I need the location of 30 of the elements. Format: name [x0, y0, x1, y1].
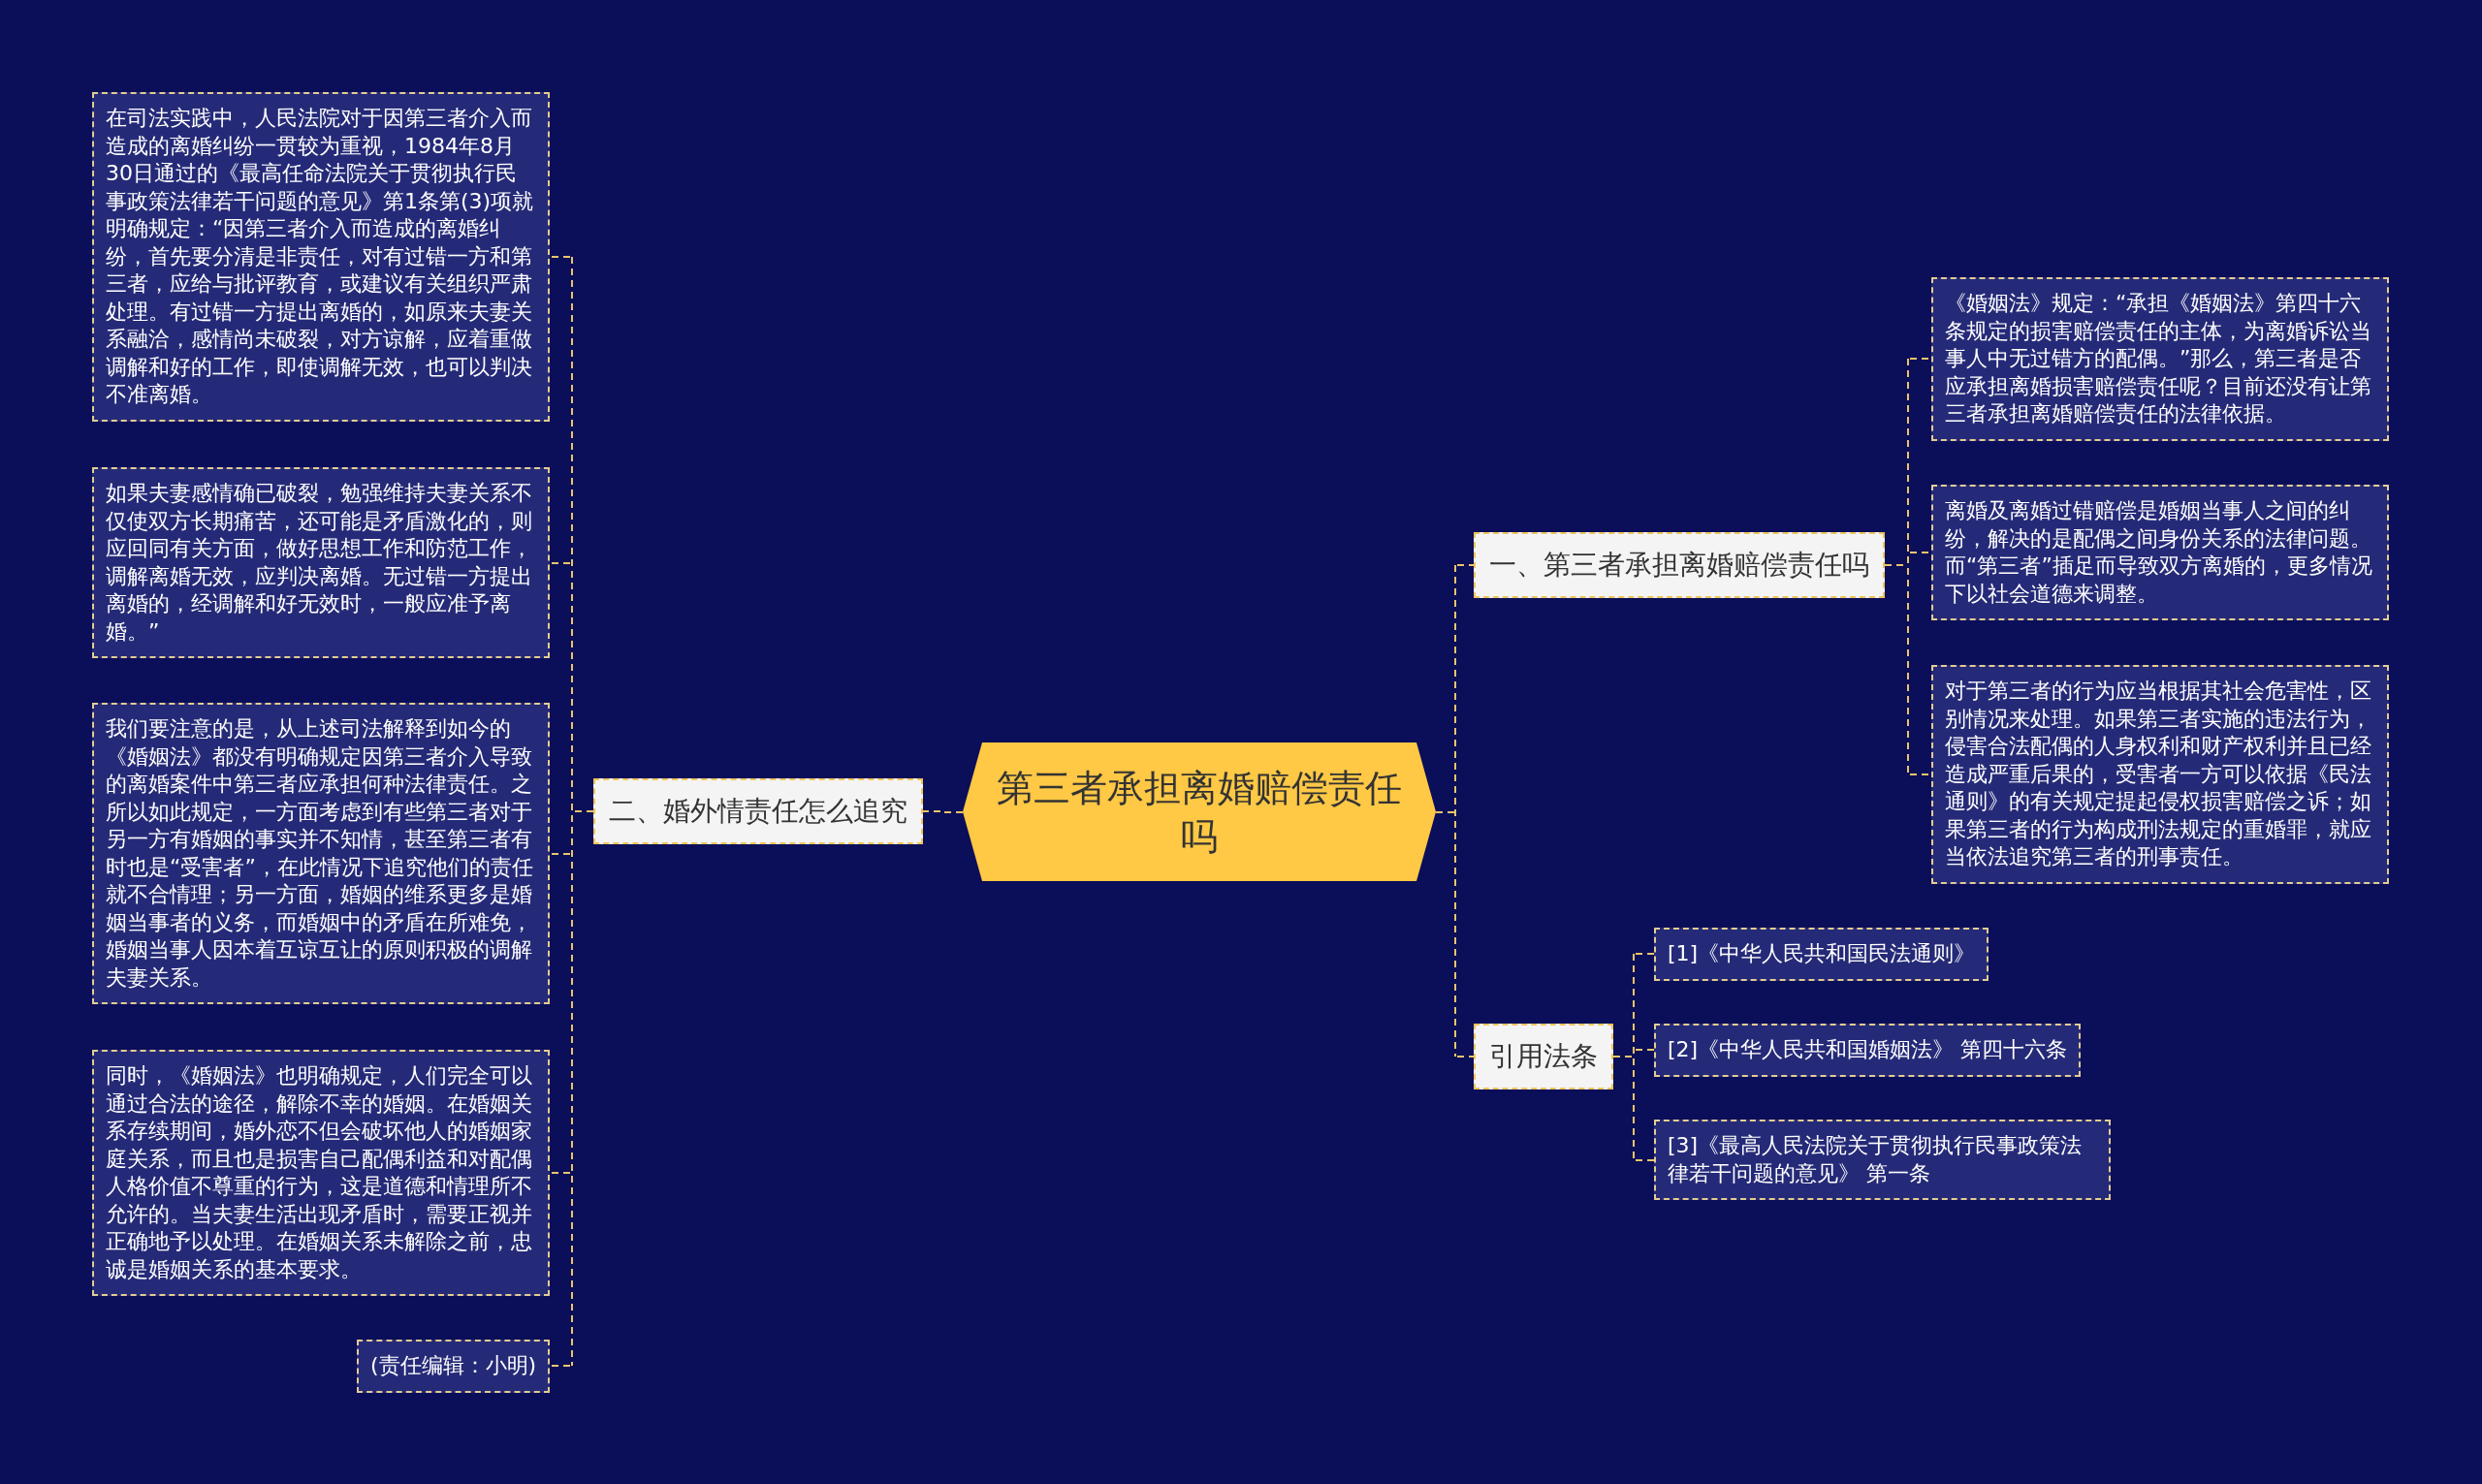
note-card: 我们要注意的是，从上述司法解释到如今的《婚姻法》都没有明确规定因第三者介入导致的离婚案件中第三者应承担何种法律责任。之所以如此规定，一方面考虑到有些第三者对于另一方有婚姻的事实并不知情，甚至第三者有时也是“受害者”，在此情况下追究他们的责任就不合情理；另一方面，婚姻的维系更多是婚姻当事者的义务，而婚姻中的矛盾在所难免，婚姻当事人因本着互谅互让的原则积极的调解夫妻关系。 [92, 703, 550, 1004]
note-card: 同时，《婚姻法》也明确规定，人们完全可以通过合法的途径，解除不幸的婚姻。在婚姻关系存续期间，婚外恋不但会破坏他人的婚姻家庭关系，而且也是损害自己配偶利益和对配偶人格价值不尊重的行为，这是道德和情理所不允许的。当夫妻生活出现矛盾时，需要正视并正确地予以处理。在婚姻关系未解除之前，忠诚是婚姻关系的基本要求。 [92, 1050, 550, 1296]
connector-line [549, 853, 571, 855]
connector-line [1635, 1049, 1655, 1051]
connector-line [1635, 1159, 1655, 1161]
connector-line [922, 810, 964, 813]
connector-line [571, 256, 594, 1367]
connector-line [549, 256, 571, 258]
note-card: 如果夫妻感情确已破裂，勉强维持夫妻关系不仅使双方长期痛苦，还可能是矛盾激化的，则应回同有关方面，做好思想工作和防范工作，调解离婚无效，应判决离婚。无过错一方提出离婚的，经调解和好无效时，一般应准予离婚。” [92, 467, 550, 658]
connector-line [1456, 564, 1475, 566]
connector-line [1635, 953, 1655, 955]
branch-topic: 一、第三者承担离婚赔偿责任吗 [1474, 532, 1885, 598]
central-topic: 第三者承担离婚赔偿责任吗 [963, 742, 1436, 881]
note-card: 离婚及离婚过错赔偿是婚姻当事人之间的纠纷，解决的是配偶之间身份关系的法律问题。而“第三者”插足而导致双方离婚的，更多情况下以社会道德来调整。 [1931, 485, 2389, 620]
note-card: 在司法实践中，人民法院对于因第三者介入而造成的离婚纠纷一贯较为重视，1984年8月30日通过的《最高任命法院关于贯彻执行民事政策法律若干问题的意见》第1条第(3)项就明确规定：“因第三者介入而造成的离婚纠纷，首先要分清是非责任，对有过错一方和第三者，应给与批评教育，或建议有关组织严肃处理。有过错一方提出离婚的，如原来夫妻关系融洽，感情尚未破裂，对方谅解，应着重做调解和好的工作，即使调解无效，也可以判决不准离婚。 [92, 92, 550, 422]
editor-note: (责任编辑：小明) [357, 1340, 551, 1393]
connector-line [1435, 564, 1456, 1058]
connector-line [549, 562, 571, 564]
connector-line [1884, 358, 1909, 775]
reference-card: [3]《最高人民法院关于贯彻执行民事政策法律若干问题的意见》 第一条 [1654, 1120, 2111, 1200]
reference-card: [1]《中华人民共和国民法通则》 [1654, 928, 1989, 981]
reference-card: [2]《中华人民共和国婚姻法》 第四十六条 [1654, 1024, 2082, 1077]
note-card: 对于第三者的行为应当根据其社会危害性，区别情况来处理。如果第三者实施的违法行为，侵害合法配偶的人身权利和财产权利并且已经造成严重后果的，受害者一方可以依据《民法通则》的有关规定提起侵权损害赔偿之诉；如果第三者的行为构成刑法规定的重婚罪，就应当依法追究第三者的刑事责任。 [1931, 665, 2389, 884]
connector-line [549, 1365, 571, 1367]
branch-topic: 引用法条 [1474, 1024, 1613, 1089]
connector-line [549, 1172, 571, 1174]
connector-line [1612, 953, 1635, 1161]
connector-line [1456, 1056, 1475, 1058]
note-card: 《婚姻法》规定：“承担《婚姻法》第四十六条规定的损害赔偿责任的主体，为离婚诉讼当事人中无过错方的配偶。”那么，第三者是否应承担离婚损害赔偿责任呢？目前还没有让第三者承担离婚赔偿责任的法律依据。 [1931, 277, 2389, 441]
branch-topic: 二、婚外情责任怎么追究 [593, 778, 923, 844]
